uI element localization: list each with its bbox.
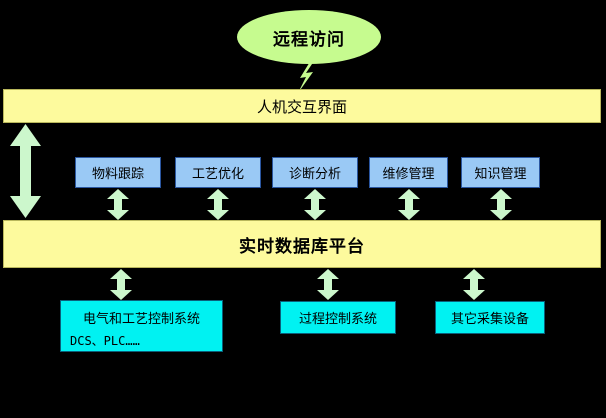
hmi-bar-label: 人机交互界面 xyxy=(256,97,347,116)
app-box-process-optimization[interactable]: 工艺优化 xyxy=(175,157,261,188)
arrow-source-db-1 xyxy=(110,269,132,300)
database-platform-label: 实时数据库平台 xyxy=(239,236,365,257)
source-box-electrical-process-control[interactable]: 电气和工艺控制系统 DCS、PLC…… xyxy=(60,300,223,352)
database-platform-bar[interactable]: 实时数据库平台 xyxy=(3,220,601,268)
app-box-label: 工艺优化 xyxy=(191,167,244,182)
source-box-process-control-system[interactable]: 过程控制系统 xyxy=(280,301,396,334)
app-box-maintenance-management[interactable]: 维修管理 xyxy=(369,157,448,188)
arrow-app-db-5 xyxy=(490,189,512,220)
app-box-material-tracking[interactable]: 物料跟踪 xyxy=(75,157,161,188)
app-box-label: 维修管理 xyxy=(382,167,435,182)
app-box-label: 知识管理 xyxy=(474,167,527,182)
source-box-other-acquisition-devices[interactable]: 其它采集设备 xyxy=(435,301,545,334)
arrow-app-db-1 xyxy=(107,189,129,220)
node-remote-access[interactable]: 远程访问 xyxy=(237,10,381,64)
arrow-hmi-db-left xyxy=(10,124,41,218)
source-box-line1: 过程控制系统 xyxy=(298,312,377,327)
app-box-knowledge-management[interactable]: 知识管理 xyxy=(461,157,540,188)
lightning-bolt-icon xyxy=(298,60,314,93)
arrow-source-db-2 xyxy=(317,269,339,300)
source-box-line1: 电气和工艺控制系统 xyxy=(82,312,200,327)
arrow-app-db-4 xyxy=(398,189,420,220)
arrow-app-db-2 xyxy=(207,189,229,220)
hmi-bar[interactable]: 人机交互界面 xyxy=(3,89,601,123)
arrow-app-db-3 xyxy=(304,189,326,220)
app-box-label: 诊断分析 xyxy=(288,167,341,182)
app-box-label: 物料跟踪 xyxy=(91,167,144,182)
arrow-source-db-3 xyxy=(463,269,485,300)
source-box-line2: DCS、PLC…… xyxy=(70,334,140,348)
app-box-diagnostic-analysis[interactable]: 诊断分析 xyxy=(272,157,358,188)
node-remote-access-label: 远程访问 xyxy=(273,29,345,50)
source-box-line1: 其它采集设备 xyxy=(450,312,529,327)
